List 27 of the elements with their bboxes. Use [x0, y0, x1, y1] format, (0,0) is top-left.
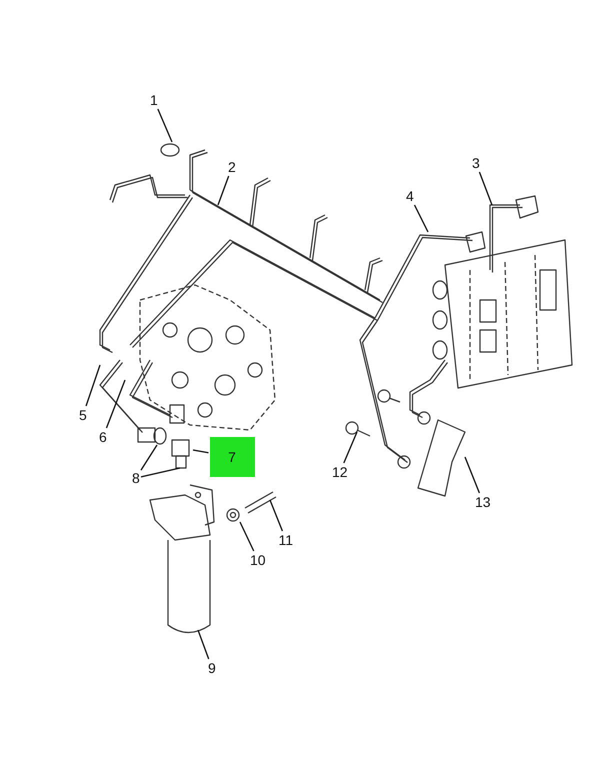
- leader-line: [140, 444, 158, 470]
- callout-number: 4: [406, 188, 414, 204]
- leader-line: [85, 364, 101, 406]
- callout-number: 9: [208, 660, 216, 676]
- leader-line: [343, 432, 358, 464]
- leader-line: [192, 449, 209, 454]
- leader-line: [106, 380, 126, 428]
- callout-number: 10: [250, 552, 266, 568]
- leader-line: [478, 172, 493, 206]
- callout-number: 3: [472, 155, 480, 171]
- leader-line: [269, 500, 283, 532]
- leader-line: [239, 522, 254, 552]
- highlighted-callout: 7: [210, 437, 254, 477]
- callout-number: 6: [99, 429, 107, 445]
- leader-line: [414, 204, 429, 232]
- callout-number: 5: [79, 407, 87, 423]
- leader-line: [464, 456, 480, 494]
- callout-number: 1: [150, 92, 158, 108]
- leader-line: [140, 467, 180, 478]
- leader-line: [157, 108, 173, 142]
- leader-line: [217, 176, 230, 206]
- callout-number: 13: [475, 494, 491, 510]
- callout-number: 11: [278, 532, 294, 548]
- callout-number: 2: [228, 159, 236, 175]
- leader-line: [197, 630, 210, 660]
- callout-number: 12: [332, 464, 348, 480]
- callout-number: 8: [132, 470, 140, 486]
